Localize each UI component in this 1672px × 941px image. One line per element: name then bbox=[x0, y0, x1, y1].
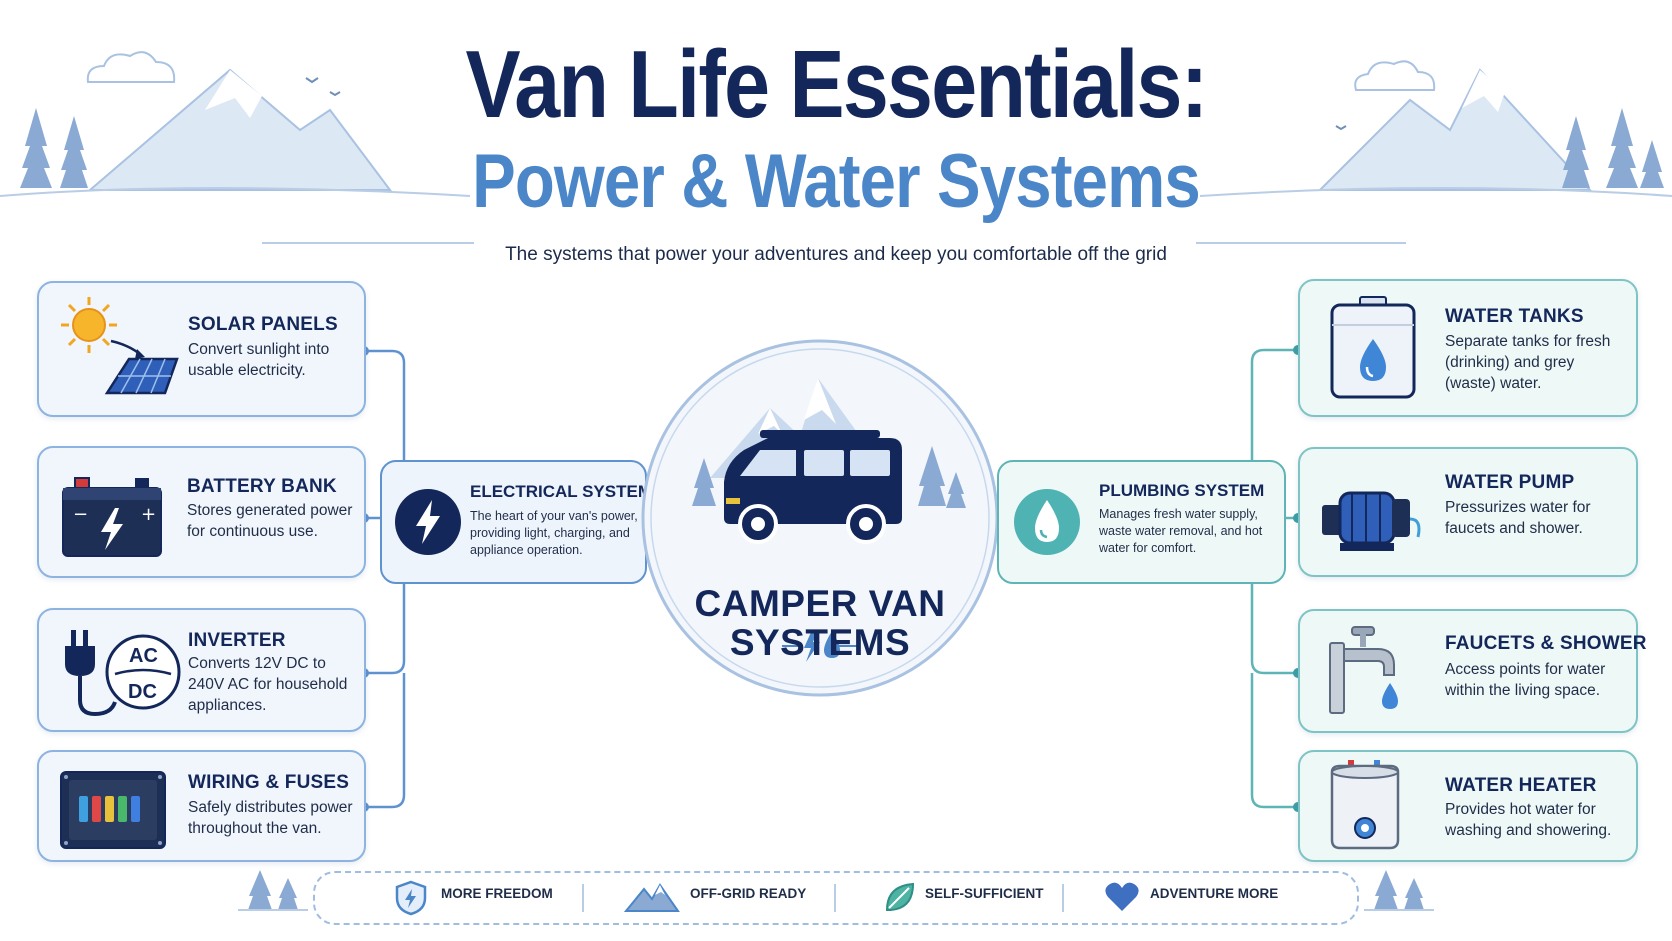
solar-panels-title: SOLAR PANELS bbox=[188, 314, 338, 335]
mountain-icon bbox=[624, 883, 680, 912]
inverter-plug-icon: AC DC bbox=[65, 630, 181, 717]
card-water-tanks: WATER TANKS Separate tanks for fresh (dr… bbox=[1298, 279, 1638, 417]
battery-bank-title: BATTERY BANK bbox=[187, 476, 337, 497]
left-mountains-icon bbox=[0, 68, 471, 197]
footer-trees-right-icon bbox=[1364, 870, 1434, 911]
water-pump-icon bbox=[1322, 491, 1421, 551]
faucets-shower-description: Access points for water within the livin… bbox=[1445, 661, 1606, 699]
footer-item-more-freedom: MORE FREEDOM bbox=[441, 886, 553, 901]
left-trees-icon bbox=[20, 108, 88, 188]
card-water-heater: WATER HEATER Provides hot water for wash… bbox=[1298, 750, 1638, 862]
footer-separator bbox=[834, 884, 836, 912]
title-line-1: Van Life Essentials: bbox=[465, 31, 1208, 138]
electrical-system-box: ELECTRICAL SYSTEM The heart of your van'… bbox=[380, 460, 652, 584]
heart-icon bbox=[1105, 882, 1139, 911]
birds-icon bbox=[305, 77, 1347, 131]
wiring-fuses-description: Safely distributes power throughout the … bbox=[188, 799, 353, 837]
card-battery-bank: − + BATTERY BANK Stores generated power … bbox=[37, 446, 366, 578]
water-heater-description: Provides hot water for washing and showe… bbox=[1445, 801, 1612, 839]
plumbing-system-title: PLUMBING SYSTEM bbox=[1099, 481, 1265, 500]
card-solar-panels: SOLAR PANELS Convert sunlight into usabl… bbox=[37, 281, 366, 417]
bolt-icon bbox=[395, 489, 461, 555]
footer-item-self-sufficient: SELF-SUFFICIENT bbox=[925, 886, 1044, 901]
footer-separator bbox=[1062, 884, 1064, 912]
fuse-box-icon bbox=[60, 771, 166, 849]
card-wiring-fuses: WIRING & FUSES Safely distributes power … bbox=[37, 750, 366, 862]
leaf-icon bbox=[885, 882, 915, 911]
card-water-pump: WATER PUMP Pressurizes water for faucets… bbox=[1298, 447, 1638, 577]
card-faucets-shower: FAUCETS & SHOWER Access points for water… bbox=[1298, 609, 1646, 733]
water-pump-title: WATER PUMP bbox=[1445, 472, 1575, 493]
right-trees-icon bbox=[1562, 108, 1664, 188]
water-tanks-title: WATER TANKS bbox=[1445, 306, 1584, 327]
center-title-line-1: CAMPER VAN bbox=[694, 583, 946, 624]
electrical-system-title: ELECTRICAL SYSTEM bbox=[470, 482, 652, 501]
faucet-icon bbox=[1329, 626, 1398, 714]
solar-panels-description: Convert sunlight into usable electricity… bbox=[188, 341, 330, 379]
battery-icon: − + bbox=[62, 477, 162, 557]
water-tanks-description: Separate tanks for fresh (drinking) and … bbox=[1445, 333, 1611, 392]
footer-item-off-grid-ready: OFF-GRID READY bbox=[690, 886, 807, 901]
plumbing-system-description: Manages fresh water supply, waste water … bbox=[1099, 507, 1263, 555]
subtitle: The systems that power your adventures a… bbox=[505, 244, 1167, 265]
subtitle-rule-left bbox=[262, 242, 474, 244]
inverter-title: INVERTER bbox=[188, 630, 286, 651]
subtitle-rule-right bbox=[1196, 242, 1406, 244]
center-title-line-2: SYSTEMS bbox=[729, 622, 911, 663]
plumbing-system-box: PLUMBING SYSTEM Manages fresh water supp… bbox=[997, 460, 1286, 584]
footer-item-adventure-more: ADVENTURE MORE bbox=[1150, 886, 1279, 901]
water-heater-icon bbox=[1330, 760, 1400, 850]
title-line-2: Power & Water Systems bbox=[472, 139, 1201, 224]
water-pump-description: Pressurizes water for faucets and shower… bbox=[1445, 499, 1591, 537]
solar-panel-icon bbox=[61, 297, 179, 395]
svg-text:+: + bbox=[141, 504, 156, 525]
footer-trees-left-icon bbox=[238, 870, 308, 911]
inverter-dc-label: DC bbox=[128, 681, 157, 703]
wiring-fuses-title: WIRING & FUSES bbox=[188, 772, 350, 793]
left-cloud-icon bbox=[86, 51, 176, 83]
card-inverter: AC DC INVERTER Converts 12V DC to 240V A… bbox=[37, 608, 366, 732]
right-cloud-icon bbox=[1354, 60, 1436, 91]
camper-van-emblem bbox=[641, 339, 999, 697]
shield-icon bbox=[395, 880, 427, 916]
footer-benefits-bar bbox=[313, 871, 1359, 925]
center-title: CAMPER VAN SYSTEMS bbox=[640, 584, 1000, 662]
inverter-description: Converts 12V DC to 240V AC for household… bbox=[188, 655, 348, 714]
footer-separator bbox=[582, 884, 584, 912]
water-tank-icon bbox=[1330, 296, 1416, 399]
inverter-ac-label: AC bbox=[129, 645, 158, 667]
water-drop-icon bbox=[1014, 489, 1080, 555]
electrical-system-description: The heart of your van's power, providing… bbox=[470, 509, 638, 557]
water-heater-title: WATER HEATER bbox=[1445, 775, 1597, 796]
svg-text:−: − bbox=[73, 504, 88, 525]
camper-van-icon bbox=[724, 430, 902, 544]
right-mountains-icon bbox=[1199, 68, 1672, 197]
battery-bank-description: Stores generated power for continuous us… bbox=[187, 502, 353, 540]
faucets-shower-title: FAUCETS & SHOWER bbox=[1445, 633, 1647, 654]
